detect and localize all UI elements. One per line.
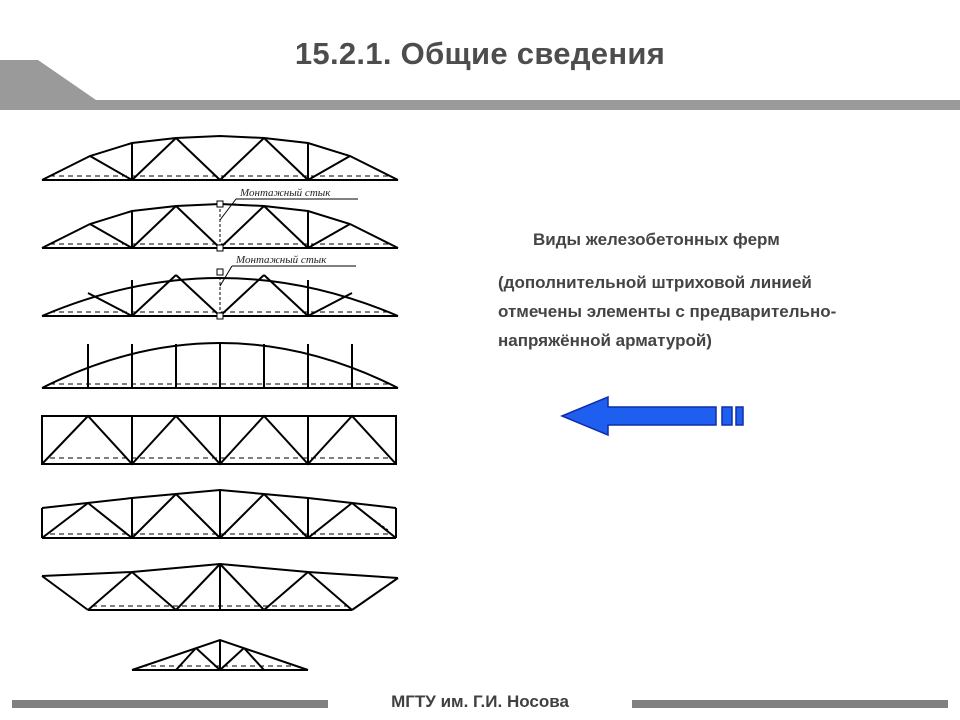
arrow-tail-block-1 [721,406,733,426]
truss-arched-verticals [41,342,399,389]
truss-triangular [131,638,309,671]
header-bar-tab [0,60,96,100]
header-bar [0,60,960,110]
description: (дополнительной штриховой линией отмечен… [498,268,938,355]
caption: Виды железобетонных ферм [533,230,780,249]
footer-bar-left [12,700,328,708]
joint-label-1-text: Монтажный стык [239,187,331,199]
joint-label-2-text: Монтажный стык [235,254,327,266]
arrow-shaft [560,395,717,437]
arrow-tail-block-2 [735,406,744,426]
left-arrow-icon[interactable] [560,395,750,439]
truss-gable-sloped [41,562,399,611]
joint-label-2: Монтажный стык [219,254,356,287]
truss-segmental-arch [41,134,399,181]
description-line: отмечены элементы с предварительно- [498,302,837,321]
truss-parallel-chords [41,414,397,466]
truss-polygonal-top [41,488,397,539]
description-line: напряжённой арматурой) [498,331,712,350]
page-title: 15.2.1. Общие сведения [294,36,666,71]
truss-diagrams: Монтажный стык Монтажный стык [41,134,399,671]
joint-label-1: Монтажный стык [219,187,358,221]
description-line: (дополнительной штриховой линией [498,273,812,292]
truss-segmental-with-joint [41,200,399,252]
footer-text: МГТУ им. Г.И. Носова [391,692,569,711]
footer-bar-right [632,700,948,708]
truss-arched-with-joint [41,268,399,320]
header-bar-line [0,100,960,110]
